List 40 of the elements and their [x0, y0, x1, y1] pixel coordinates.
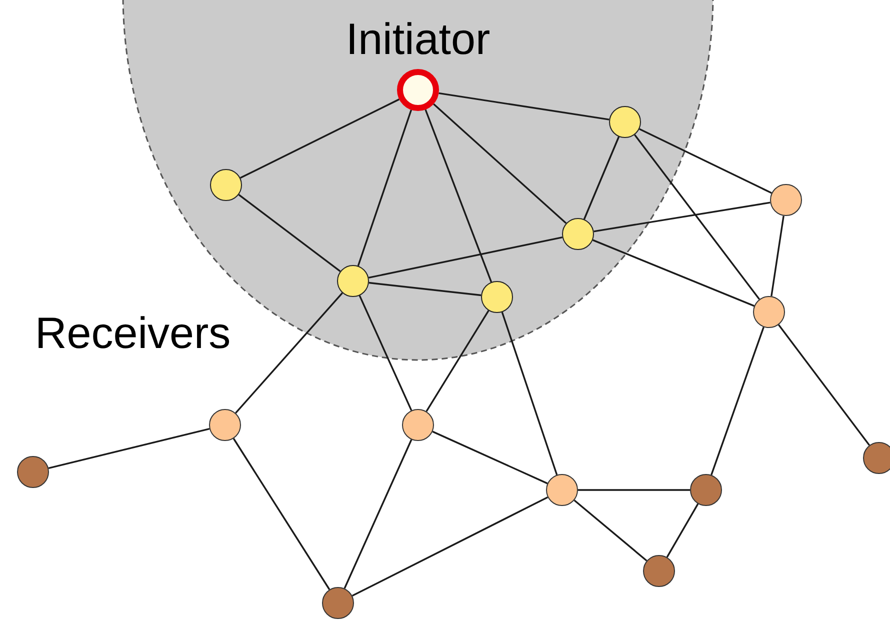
region-label: Receivers — [35, 312, 231, 356]
connector-line — [352, 496, 548, 597]
connector-line — [235, 292, 343, 414]
network-node — [17, 456, 49, 488]
network-node — [753, 296, 785, 328]
connector-line — [583, 136, 620, 220]
network-node — [546, 474, 578, 506]
connector-line — [357, 110, 412, 266]
connector-line — [426, 310, 490, 412]
connector-line — [48, 428, 210, 470]
connector-line — [666, 503, 699, 558]
connector-line — [710, 326, 764, 476]
connector-line — [240, 98, 400, 179]
connector-line — [433, 103, 567, 224]
connector-line — [358, 295, 412, 411]
connector-line — [424, 109, 492, 282]
network-node — [643, 555, 675, 587]
network-node — [770, 184, 802, 216]
network-node — [863, 442, 890, 474]
connector-line — [594, 202, 770, 232]
connector-line — [770, 216, 784, 296]
connector-line — [432, 430, 548, 484]
network-node — [402, 409, 434, 441]
connector-line — [232, 438, 330, 590]
node-caption: Initiator — [344, 18, 492, 62]
connector-line — [639, 128, 772, 194]
connector-line — [368, 236, 563, 279]
connector-line — [344, 439, 412, 589]
connector-line — [438, 92, 610, 120]
network-node — [690, 474, 722, 506]
network-node — [209, 409, 241, 441]
network-node — [322, 587, 354, 619]
connector-line — [501, 312, 558, 476]
connector-line — [634, 134, 760, 300]
connector-line — [574, 500, 648, 562]
connector-line — [368, 282, 482, 296]
connector-line — [238, 194, 341, 272]
connector-line — [778, 324, 870, 446]
connector-line — [592, 239, 755, 307]
connector-line — [578, 489, 690, 491]
